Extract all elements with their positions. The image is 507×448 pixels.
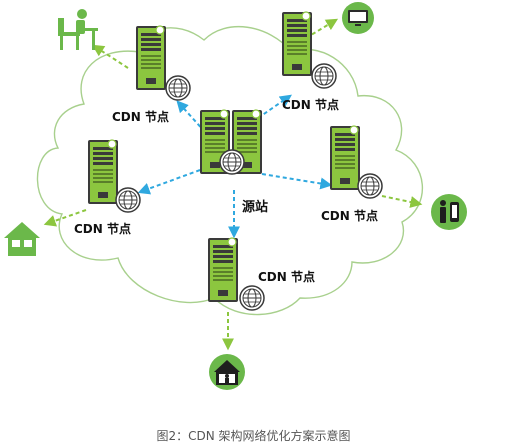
globe-icon	[357, 173, 383, 199]
home-user-icon	[209, 354, 245, 390]
server-icon	[281, 11, 313, 77]
globe-icon	[239, 285, 265, 311]
mobile-user-icon	[431, 194, 467, 230]
cdn-node-label: CDN 节点	[258, 270, 315, 284]
person-at-desk-icon	[58, 9, 98, 50]
server-icon	[87, 139, 119, 205]
cdn-node-top-right	[281, 11, 337, 89]
server-icon	[135, 25, 167, 91]
server-icon	[329, 125, 361, 191]
figure-caption: 图2：CDN 架构网络优化方案示意图	[156, 429, 351, 443]
cdn-node-mid-right	[329, 125, 383, 199]
node-to-user-arrows	[43, 18, 423, 351]
globe-icon	[311, 63, 337, 89]
cdn-node-label: CDN 节点	[321, 209, 378, 223]
cdn-node-top-left	[135, 25, 191, 101]
origin-server	[199, 109, 263, 175]
origin-to-node-arrows	[137, 94, 333, 239]
cdn-node-mid-left	[87, 139, 141, 213]
server-icon	[207, 237, 239, 303]
computer-icon	[342, 2, 374, 34]
cdn-node-bottom	[207, 237, 265, 311]
cdn-node-label: CDN 节点	[112, 110, 169, 124]
origin-label: 源站	[242, 200, 269, 215]
globe-icon	[115, 187, 141, 213]
globe-icon	[165, 75, 191, 101]
cdn-node-label: CDN 节点	[74, 222, 131, 236]
globe-icon	[219, 149, 245, 175]
cdn-node-label: CDN 节点	[282, 98, 339, 112]
house-icon	[4, 222, 40, 256]
